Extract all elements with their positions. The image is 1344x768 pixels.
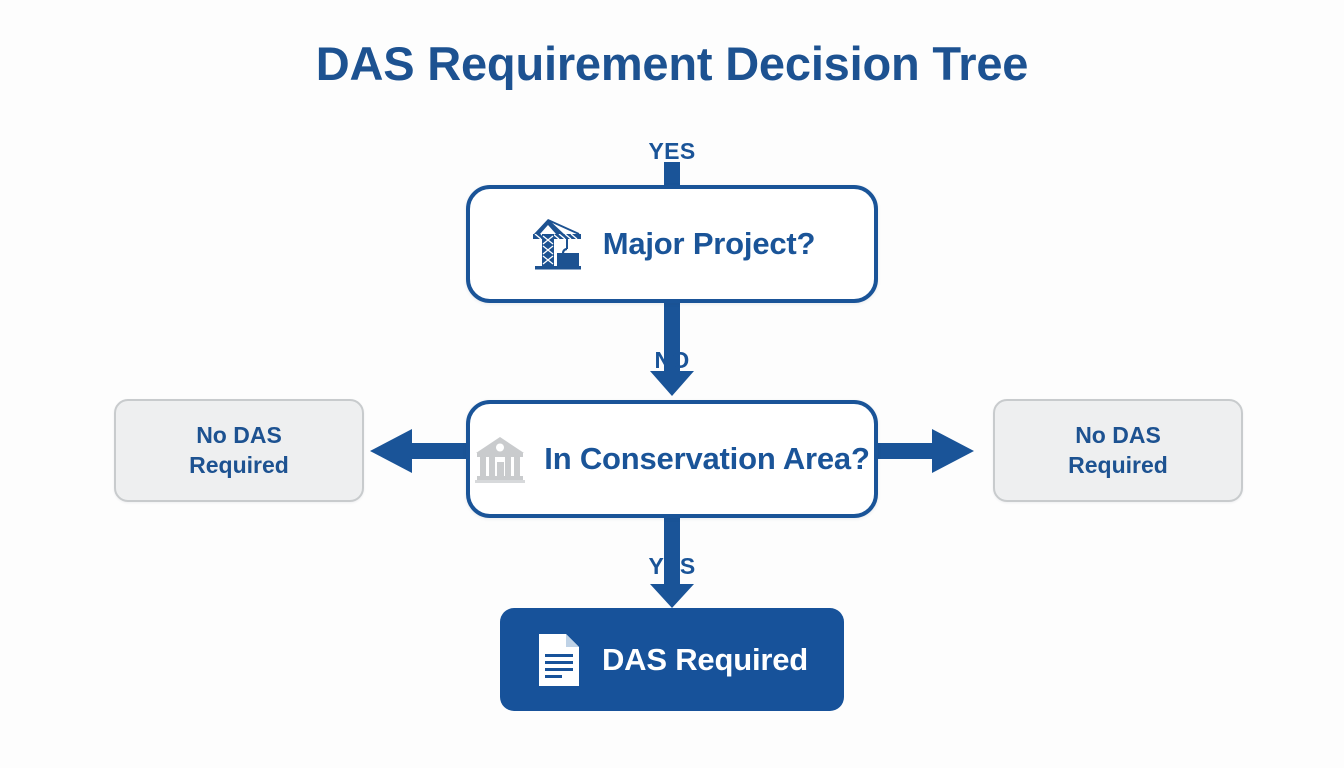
- edge-label-yes-top: YES: [648, 138, 696, 164]
- node-major-project-label: Major Project?: [602, 226, 816, 261]
- node-conservation-area[interactable]: In Conservation Area?: [466, 400, 878, 518]
- node-das-required[interactable]: DAS Required: [500, 608, 844, 711]
- node-conservation-area-label: In Conservation Area?: [544, 441, 870, 476]
- node-major-project[interactable]: Major Project?: [466, 185, 878, 303]
- edge-label-no-middle: NO: [654, 347, 690, 373]
- crane-icon: [532, 219, 581, 270]
- connector-conservation-to-right: [872, 429, 974, 473]
- edge-label-yes-bottom: YES: [648, 553, 696, 579]
- connector-conservation-to-das: [650, 518, 694, 608]
- node-das-required-label: DAS Required: [601, 641, 809, 677]
- bank-icon: [475, 437, 526, 483]
- node-no-das-required-left[interactable]: No DAS Required: [114, 399, 364, 502]
- connector-major-to-conservation: [650, 303, 694, 396]
- page-title: DAS Requirement Decision Tree: [315, 37, 1029, 90]
- document-icon: [538, 633, 579, 686]
- node-no-das-required-right-label: No DAS Required: [1068, 422, 1168, 478]
- connector-conservation-to-left: [370, 429, 472, 473]
- node-no-das-required-right[interactable]: No DAS Required: [993, 399, 1243, 502]
- connector-top: [664, 162, 680, 186]
- node-no-das-required-left-label: No DAS Required: [189, 422, 289, 478]
